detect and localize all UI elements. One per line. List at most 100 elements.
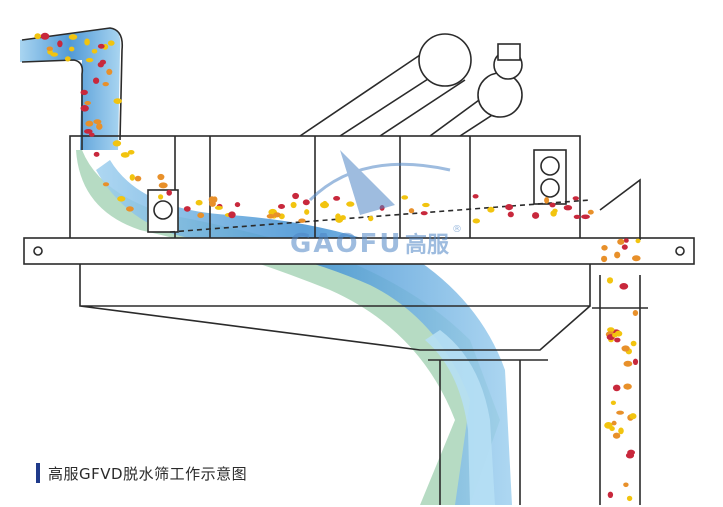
particle xyxy=(629,413,637,420)
discharge-chute xyxy=(592,178,648,505)
particle xyxy=(134,175,142,182)
particle xyxy=(632,358,639,365)
particle xyxy=(85,120,94,127)
particle xyxy=(40,32,50,40)
machine-body xyxy=(21,27,695,505)
particle xyxy=(125,206,134,212)
outlet-inner-stream xyxy=(425,330,495,505)
inlet-pipe xyxy=(21,27,124,150)
particle xyxy=(623,383,632,390)
particle xyxy=(612,384,621,392)
caption-text: 高服GFVD脱水筛工作示意图 xyxy=(48,464,248,483)
particle xyxy=(112,140,122,147)
particle xyxy=(195,199,203,206)
particle xyxy=(401,195,409,200)
particle xyxy=(278,204,285,209)
particle xyxy=(550,210,557,217)
particle xyxy=(472,194,479,199)
particle xyxy=(635,238,641,244)
particle xyxy=(632,310,639,316)
particle xyxy=(97,61,104,68)
particle xyxy=(623,360,633,367)
particle xyxy=(623,238,629,243)
particle xyxy=(84,129,93,134)
particle xyxy=(93,151,100,157)
particle xyxy=(472,218,480,224)
particle xyxy=(64,56,71,62)
particle xyxy=(505,204,513,211)
particle xyxy=(96,123,103,130)
particle xyxy=(632,255,641,262)
inlet-flow xyxy=(20,28,121,150)
particle xyxy=(266,214,275,219)
screen-deck xyxy=(169,199,591,233)
particle xyxy=(158,194,164,200)
particle xyxy=(549,202,556,208)
particle xyxy=(612,432,621,439)
particle xyxy=(581,214,590,220)
particle xyxy=(298,218,306,223)
particle xyxy=(507,211,514,218)
under-hopper xyxy=(79,264,591,351)
particle xyxy=(610,400,617,405)
particle xyxy=(614,330,623,337)
particle xyxy=(368,215,374,222)
particle xyxy=(106,68,113,75)
particle xyxy=(46,46,53,51)
particle xyxy=(346,201,355,207)
particle xyxy=(335,213,341,220)
particle xyxy=(625,452,635,459)
particle xyxy=(228,211,236,219)
particle xyxy=(57,40,63,48)
particle xyxy=(234,202,241,208)
particle xyxy=(102,82,109,87)
particle xyxy=(333,196,341,201)
particle xyxy=(420,211,428,216)
particle xyxy=(85,58,94,63)
particle xyxy=(616,410,624,415)
particle xyxy=(93,119,102,125)
particle xyxy=(302,199,310,206)
watermark-latin: GAOFU xyxy=(290,229,402,259)
particle xyxy=(273,212,281,218)
particle xyxy=(621,345,630,352)
exciter-wheel xyxy=(540,178,560,198)
watermark-registered: ® xyxy=(452,224,462,235)
particle xyxy=(97,43,105,49)
particle xyxy=(158,182,168,189)
particle xyxy=(614,337,621,343)
motor-mount xyxy=(497,43,521,61)
particle xyxy=(609,426,615,432)
particle xyxy=(127,150,135,155)
particle xyxy=(320,201,329,209)
particle xyxy=(422,202,430,208)
particle xyxy=(611,420,617,426)
particle xyxy=(619,283,629,290)
water-outlet-pipe xyxy=(428,359,548,505)
particle xyxy=(68,34,78,40)
particle xyxy=(107,40,115,46)
particle xyxy=(626,495,633,502)
particle xyxy=(117,196,126,202)
particle xyxy=(573,214,581,219)
particle xyxy=(617,238,625,245)
particle xyxy=(563,205,573,211)
vibration-motor-icon xyxy=(477,72,523,118)
particle xyxy=(290,201,297,209)
watermark-logo-icon: GAOFU 高服 ® xyxy=(290,150,462,259)
particle xyxy=(572,196,579,201)
particle xyxy=(212,196,218,203)
particle xyxy=(214,205,223,210)
particle xyxy=(166,189,172,196)
particle xyxy=(102,182,110,187)
particle xyxy=(607,327,615,333)
feed-box-wheel xyxy=(153,200,173,220)
particle xyxy=(292,192,299,200)
particle xyxy=(304,209,310,215)
particle xyxy=(34,33,41,40)
particle xyxy=(408,208,415,214)
particle xyxy=(69,46,75,52)
particle xyxy=(614,251,621,259)
particle xyxy=(93,77,100,84)
